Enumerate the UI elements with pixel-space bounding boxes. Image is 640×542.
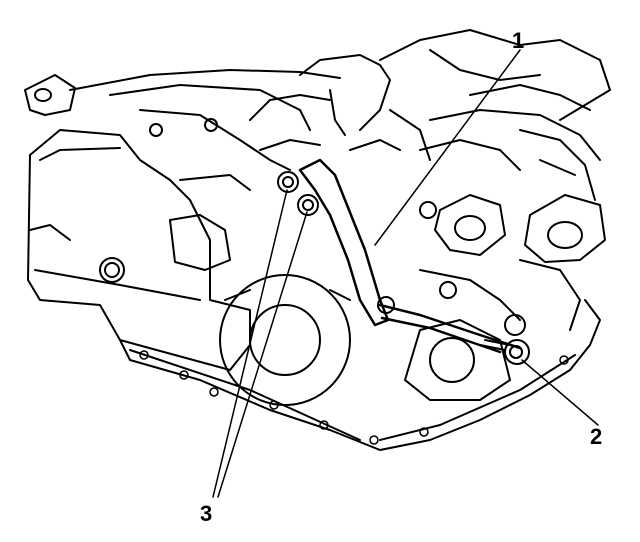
callout-label-3: 3: [200, 501, 213, 526]
callout-label-2: 2: [590, 424, 603, 449]
left-housing: [27, 129, 251, 371]
engine-block: [24, 29, 611, 201]
leader-line-3b: [217, 211, 308, 498]
rim-bolts: [139, 350, 569, 445]
exhaust-flange: [419, 194, 606, 263]
leader-line-1: [374, 49, 521, 246]
leader-line-3a: [212, 189, 288, 498]
support-brace: [298, 158, 522, 354]
leader-line-2: [521, 359, 599, 426]
oil-pan: [119, 259, 601, 451]
bolts: [277, 171, 530, 365]
leader-lines: [212, 49, 599, 498]
callout-label-1: 1: [512, 28, 525, 53]
flywheel: [219, 274, 351, 406]
